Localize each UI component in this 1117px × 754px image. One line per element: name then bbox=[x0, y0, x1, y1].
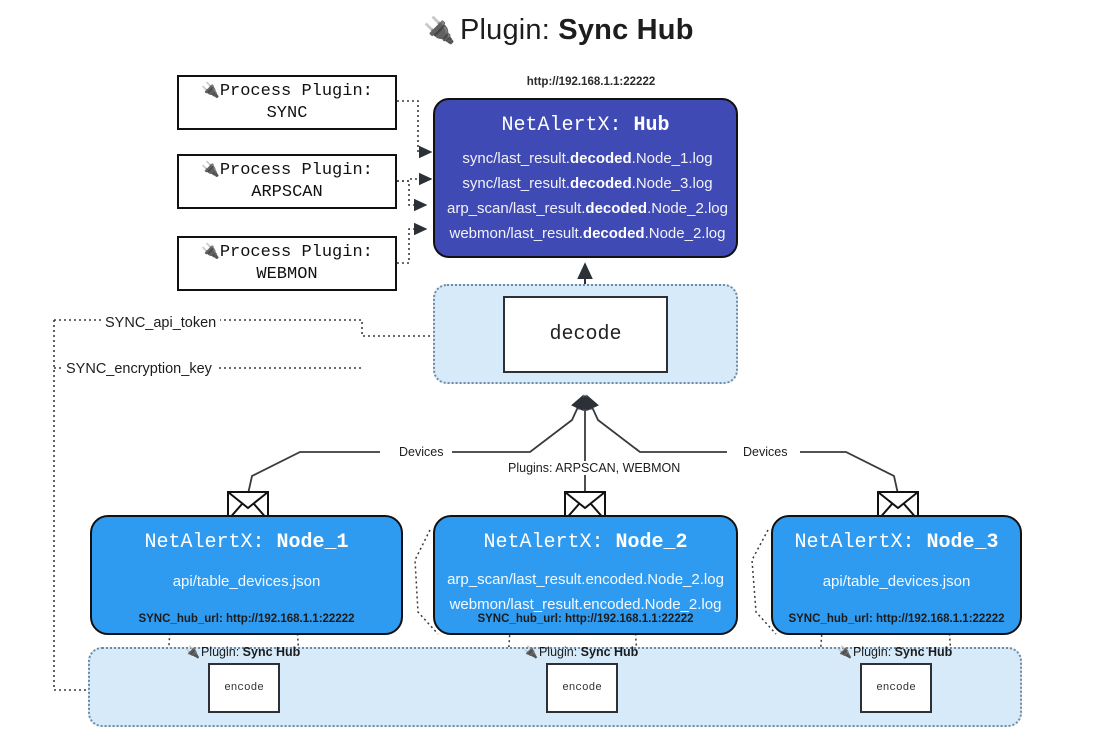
plug-icon: 🔌 bbox=[201, 80, 220, 99]
edge-label-devices-left: Devices bbox=[396, 445, 447, 459]
hub-title-prefix: NetAlertX: bbox=[501, 114, 622, 137]
process-plugin-sync[interactable]: 🔌Process Plugin: SYNC bbox=[177, 75, 397, 130]
hub-title-name: Hub bbox=[633, 114, 670, 137]
process-plugin-arpscan[interactable]: 🔌Process Plugin: ARPSCAN bbox=[177, 154, 397, 209]
node-title: NetAlertX: Node_2 bbox=[483, 531, 688, 554]
edge-label-plugins-center: Plugins: ARPSCAN, WEBMON bbox=[505, 461, 684, 475]
plugin-to-hub-connectors bbox=[397, 100, 433, 264]
node-box-node-3[interactable]: NetAlertX: Node_3 api/table_devices.json… bbox=[771, 515, 1022, 635]
node-box-node-2[interactable]: NetAlertX: Node_2 arp_scan/last_result.e… bbox=[433, 515, 738, 635]
encode-box-node-2[interactable]: encode bbox=[546, 663, 618, 713]
node-log-line: api/table_devices.json bbox=[822, 573, 971, 590]
secret-label-encryption-key: SYNC_encryption_key bbox=[62, 361, 216, 377]
hub-log-line: arp_scan/last_result.decoded.Node_2.log bbox=[447, 200, 728, 217]
process-plugin-name: SYNC bbox=[266, 103, 308, 123]
secret-label-api-token: SYNC_api_token bbox=[101, 315, 221, 331]
plug-icon: 🔌 bbox=[523, 645, 538, 659]
node-hub-url: SYNC_hub_url: http://192.168.1.1:22222 bbox=[788, 613, 1005, 625]
encode-box-node-1[interactable]: encode bbox=[208, 663, 280, 713]
plug-icon: 🔌 bbox=[185, 645, 200, 659]
hub-log-line: sync/last_result.decoded.Node_3.log bbox=[462, 175, 713, 192]
node-hub-url: SYNC_hub_url: http://192.168.1.1:22222 bbox=[138, 613, 355, 625]
process-plugin-name: ARPSCAN bbox=[251, 182, 323, 202]
plug-icon: 🔌 bbox=[837, 645, 852, 659]
hub-node-box[interactable]: NetAlertX: Hub sync/last_result.decoded.… bbox=[433, 98, 738, 258]
plugin-tag-node-2: 🔌Plugin: Sync Hub bbox=[523, 645, 639, 659]
process-plugin-label: Process Plugin: bbox=[219, 160, 373, 180]
decode-box[interactable]: decode bbox=[503, 296, 668, 373]
node-title: NetAlertX: Node_1 bbox=[144, 531, 349, 554]
plug-icon: 🔌 bbox=[201, 241, 220, 260]
page-title-name: Sync Hub bbox=[558, 14, 694, 46]
plug-icon: 🔌 bbox=[201, 159, 220, 178]
page-title-prefix: Plugin: bbox=[459, 14, 551, 46]
hub-log-line: webmon/last_result.decoded.Node_2.log bbox=[449, 225, 726, 242]
node-box-node-1[interactable]: NetAlertX: Node_1 api/table_devices.json… bbox=[90, 515, 403, 635]
nodes-to-decode-edges bbox=[247, 394, 899, 495]
process-plugin-label: Process Plugin: bbox=[219, 242, 373, 262]
process-plugin-name: WEBMON bbox=[256, 264, 318, 284]
node-hub-url: SYNC_hub_url: http://192.168.1.1:22222 bbox=[477, 613, 694, 625]
node-log-line: webmon/last_result.encoded.Node_2.log bbox=[449, 596, 722, 613]
node-log-line: arp_scan/last_result.encoded.Node_2.log bbox=[447, 571, 724, 588]
plugin-tag-node-1: 🔌Plugin: Sync Hub bbox=[185, 645, 301, 659]
node-title: NetAlertX: Node_3 bbox=[794, 531, 999, 554]
hub-log-line: sync/last_result.decoded.Node_1.log bbox=[462, 150, 713, 167]
page-title: 🔌Plugin: Sync Hub bbox=[0, 14, 1117, 47]
hub-title: NetAlertX: Hub bbox=[435, 114, 736, 137]
node-log-line: api/table_devices.json bbox=[172, 573, 321, 590]
process-plugin-label: Process Plugin: bbox=[219, 81, 373, 101]
encode-box-node-3[interactable]: encode bbox=[860, 663, 932, 713]
hub-url-label: http://192.168.1.1:22222 bbox=[526, 76, 656, 88]
plugin-tag-node-3: 🔌Plugin: Sync Hub bbox=[837, 645, 953, 659]
edge-label-devices-right: Devices bbox=[740, 445, 791, 459]
plug-icon: 🔌 bbox=[423, 15, 456, 45]
process-plugin-webmon[interactable]: 🔌Process Plugin: WEBMON bbox=[177, 236, 397, 291]
